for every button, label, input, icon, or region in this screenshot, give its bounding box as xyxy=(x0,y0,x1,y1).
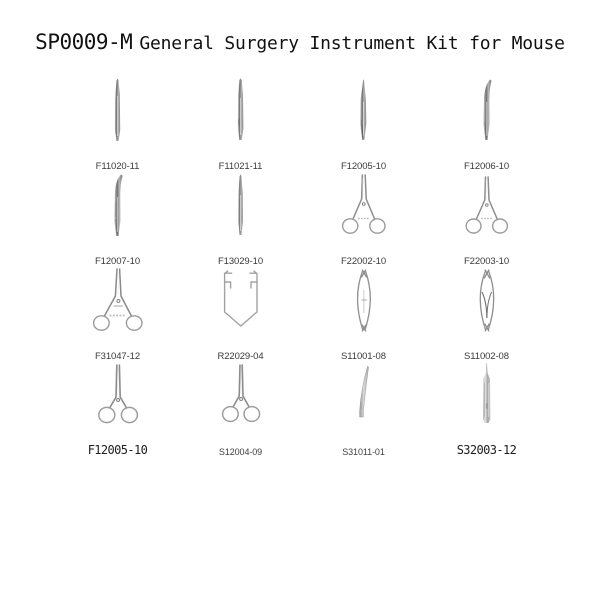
hemostatic-forceps-icon xyxy=(302,173,425,247)
instrument-cell-f12005-10[interactable]: F12005-10 xyxy=(302,78,425,173)
scalpel-handle-icon xyxy=(425,363,548,437)
instrument-cell-f11021-11[interactable]: F11021-11 xyxy=(179,78,302,173)
product-sku: SP0009-M xyxy=(35,30,133,54)
instrument-code: S11002-08 xyxy=(464,351,509,362)
instrument-cell-f12007-10[interactable]: F12007-10 xyxy=(56,173,179,268)
instrument-code: F12006-10 xyxy=(463,161,510,172)
instrument-cell-s31011-01[interactable]: S31011-01 xyxy=(302,363,425,458)
instrument-code: S12004-09 xyxy=(218,447,263,457)
spring-scissors-icon xyxy=(302,268,425,342)
locking-hemostat-icon xyxy=(56,268,179,342)
instrument-code: F12005-10 xyxy=(87,443,148,457)
spring-scissors-icon xyxy=(425,268,548,342)
instrument-cell-f12005-10-scissors[interactable]: F12005-10 xyxy=(56,363,179,458)
hemostatic-forceps-icon xyxy=(425,173,548,247)
instrument-code: F12005-10 xyxy=(340,161,387,172)
instrument-grid: F11020-11 F11021-11 xyxy=(56,78,548,458)
instrument-cell-s11002-08[interactable]: S11002-08 xyxy=(425,268,548,363)
instrument-cell-f22003-10[interactable]: F22003-10 xyxy=(425,173,548,268)
straight-forceps-icon xyxy=(179,78,302,152)
instrument-cell-f12006-10[interactable]: F12006-10 xyxy=(425,78,548,173)
straight-forceps-icon xyxy=(56,78,179,152)
fine-straight-forceps-icon xyxy=(179,173,302,247)
instrument-cell-s11001-08[interactable]: S11001-08 xyxy=(302,268,425,363)
curved-forceps-icon xyxy=(425,78,548,152)
instrument-cell-f13029-10[interactable]: F13029-10 xyxy=(179,173,302,268)
instrument-code: S32003-12 xyxy=(456,443,517,457)
instrument-cell-f22002-10[interactable]: F22002-10 xyxy=(302,173,425,268)
instrument-code: F22003-10 xyxy=(463,256,510,267)
instrument-cell-r22029-04[interactable]: R22029-04 xyxy=(179,268,302,363)
instrument-code: F11020-11 xyxy=(95,161,140,172)
ring-handle-scissors-icon xyxy=(56,363,179,437)
wire-retractor-icon xyxy=(179,268,302,342)
instrument-code: S11001-08 xyxy=(341,351,386,362)
product-description: General Surgery Instrument Kit for Mouse xyxy=(139,33,565,54)
instrument-cell-f31047-12[interactable]: F31047-12 xyxy=(56,268,179,363)
scalpel-blade-icon xyxy=(302,363,425,437)
instrument-code: R22029-04 xyxy=(217,351,264,362)
instrument-code: S31011-01 xyxy=(342,447,385,457)
instrument-code: F22002-10 xyxy=(340,256,387,267)
instrument-cell-s32003-12[interactable]: S32003-12 xyxy=(425,363,548,458)
instrument-code: F13029-10 xyxy=(217,256,264,267)
instrument-cell-f11020-11[interactable]: F11020-11 xyxy=(56,78,179,173)
curved-tip-forceps-icon xyxy=(56,173,179,247)
instrument-code: F31047-12 xyxy=(94,351,141,362)
instrument-code: F11021-11 xyxy=(218,161,263,172)
ring-handle-scissors-icon xyxy=(179,363,302,437)
instrument-code: F12007-10 xyxy=(94,256,141,267)
tapered-forceps-icon xyxy=(302,78,425,152)
page-title: SP0009-M General Surgery Instrument Kit f… xyxy=(0,30,600,54)
instrument-cell-s12004-09[interactable]: S12004-09 xyxy=(179,363,302,458)
